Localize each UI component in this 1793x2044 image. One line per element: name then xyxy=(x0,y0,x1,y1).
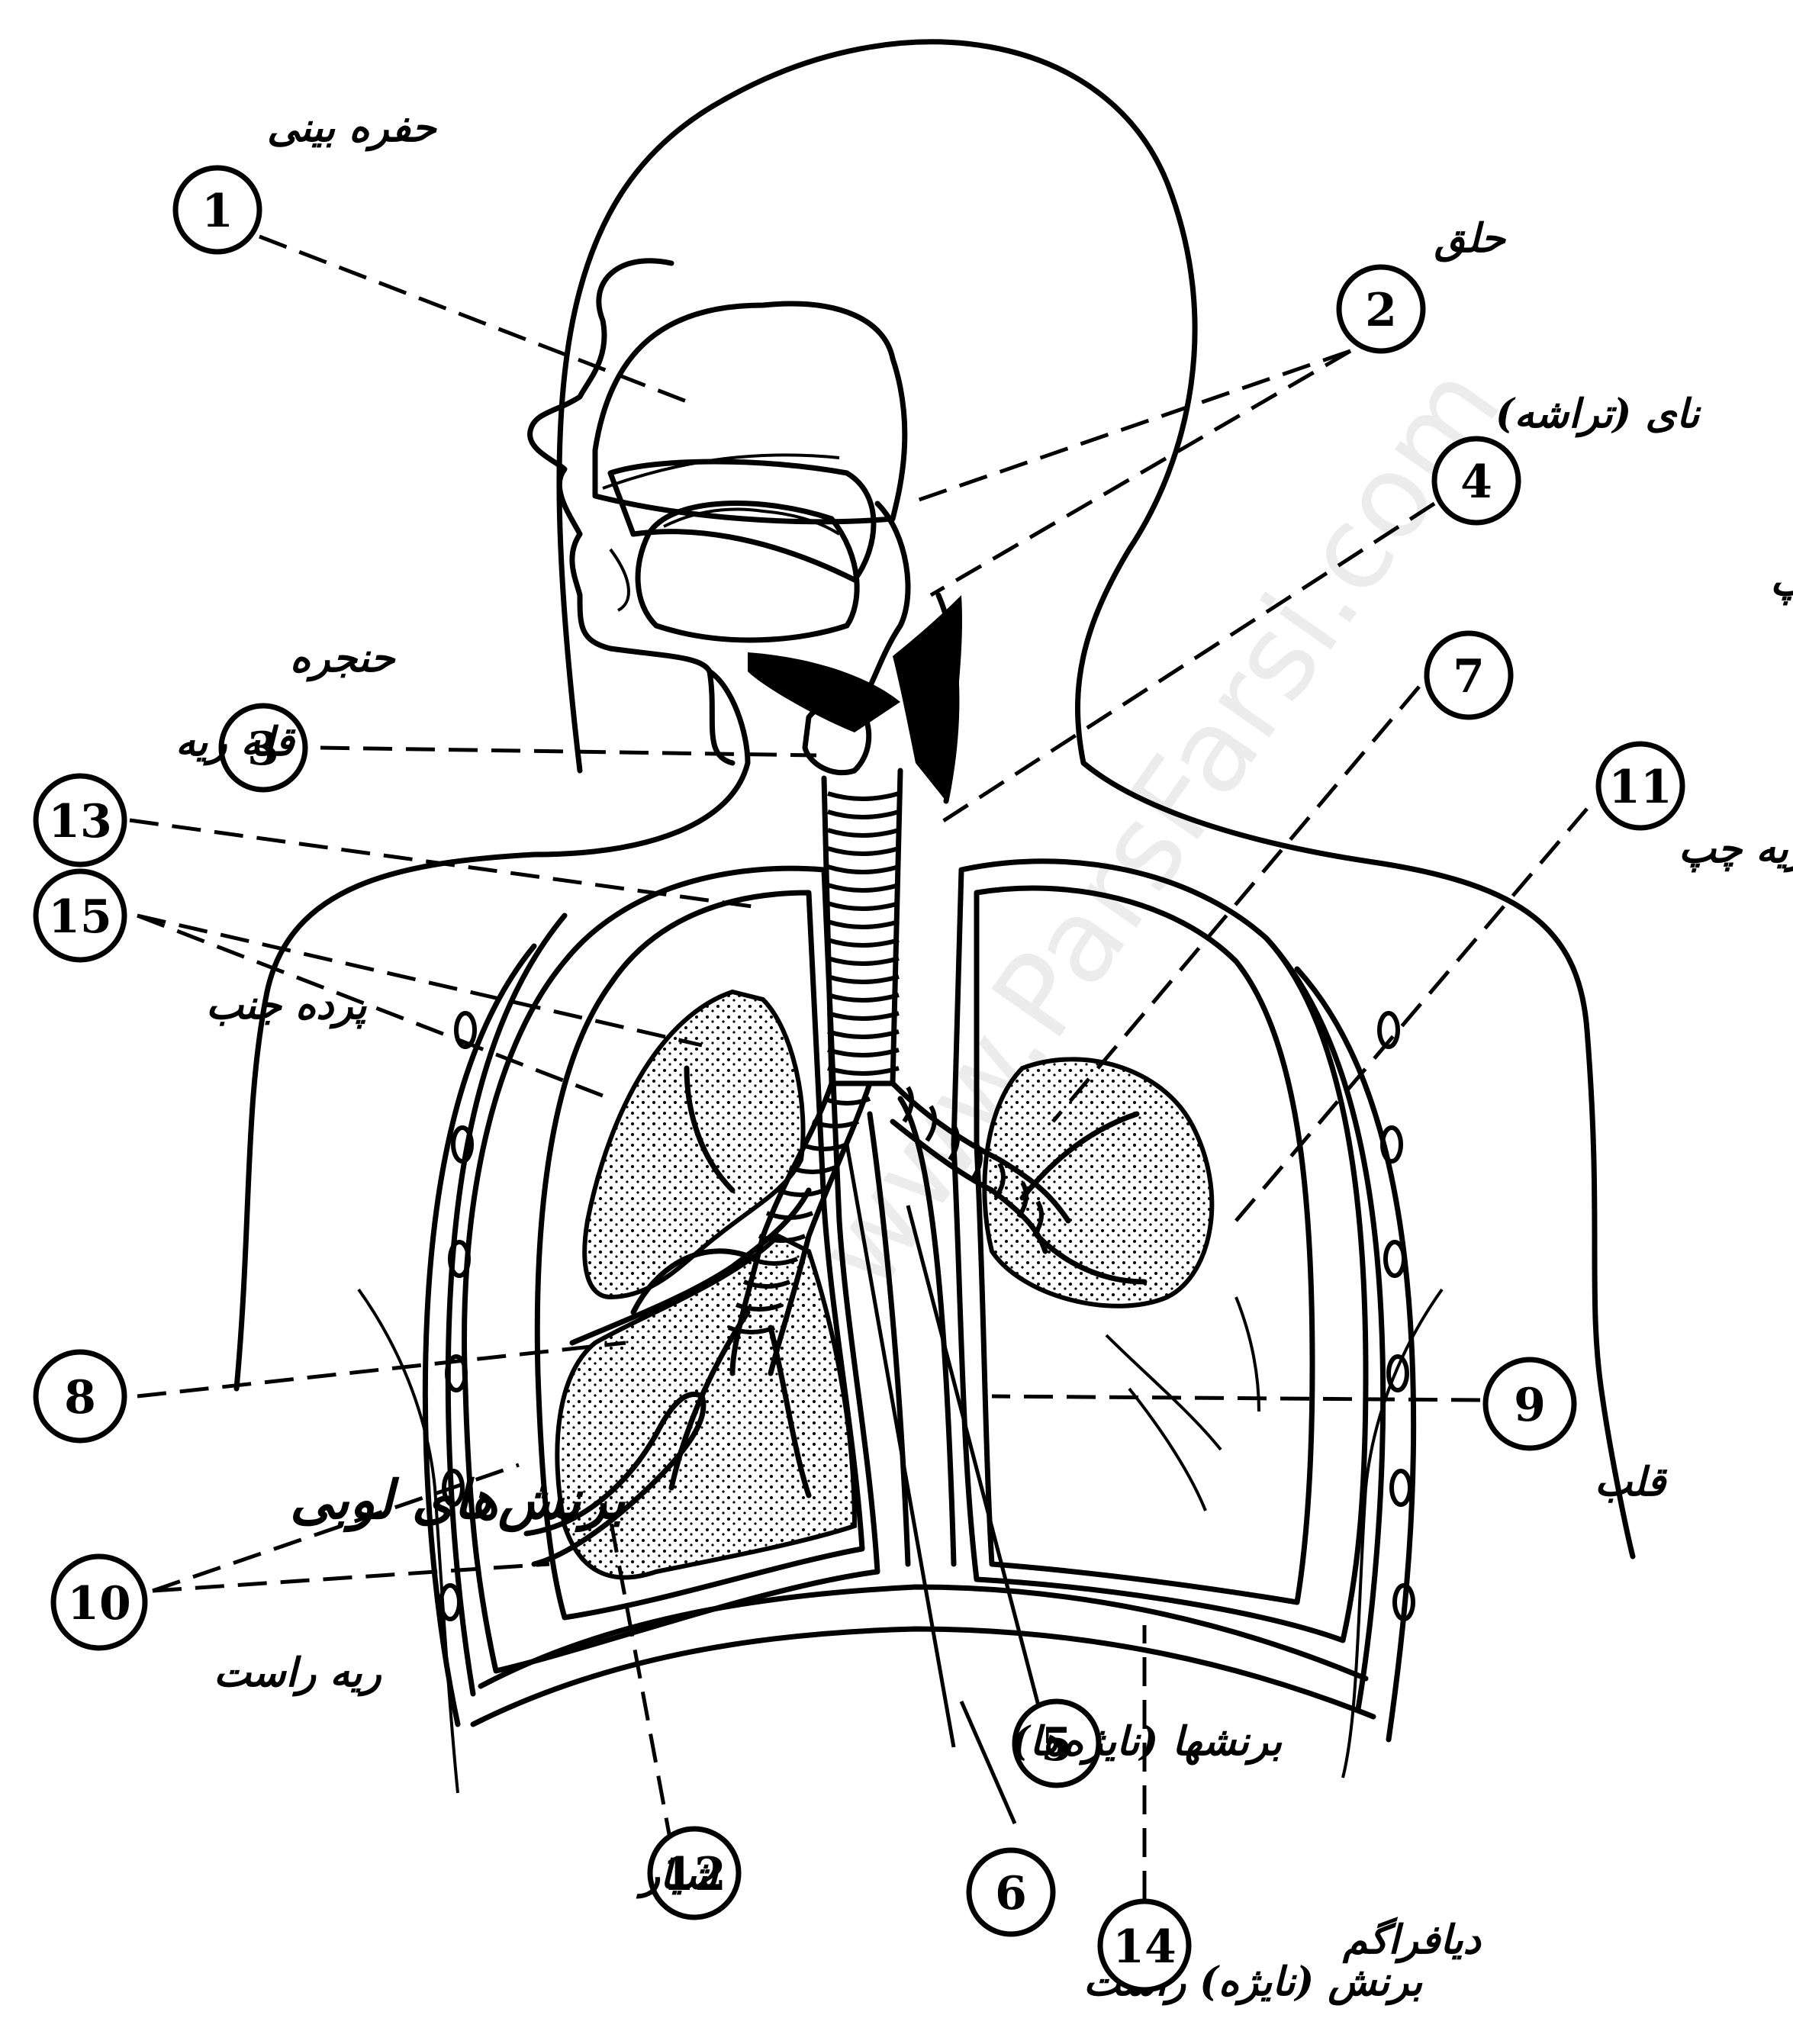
callout-13-number: 13 xyxy=(48,795,112,848)
rib-cross-section xyxy=(1392,1471,1410,1505)
callout-4-number: 4 xyxy=(1460,455,1492,509)
label-lobar-bronchi: برنش‌های لوبی xyxy=(290,1468,626,1533)
callout-10-number: 10 xyxy=(67,1577,131,1630)
label-diaphragm: دیافراگم xyxy=(1342,1917,1482,1964)
callout-6-number: 6 xyxy=(995,1867,1027,1920)
callout-9-number: 9 xyxy=(1514,1379,1546,1432)
trachea xyxy=(824,771,900,1083)
trachea-ring xyxy=(828,867,899,872)
callout-11-number: 11 xyxy=(1608,761,1672,814)
trachea-ring xyxy=(828,995,899,1000)
label-larynx: حنجره xyxy=(290,635,396,682)
label-heart: قلب xyxy=(1595,1459,1668,1505)
label-pleura: پرده جنب xyxy=(206,982,367,1029)
callout-1-number: 1 xyxy=(201,185,233,238)
trachea-ring xyxy=(828,903,899,909)
trachea-ring xyxy=(828,1068,899,1074)
callout-7-number: 7 xyxy=(1453,650,1485,703)
callout-14-number: 14 xyxy=(1112,1920,1177,1974)
callout-1: 1 حفره بینی xyxy=(175,105,438,252)
label-left-bronchus: برنش (نایژه) چپ xyxy=(1770,558,1793,606)
callout-11: 11 ریه چپ xyxy=(1598,744,1793,873)
trachea-ring xyxy=(828,1013,899,1019)
oral-cavity xyxy=(610,462,874,640)
callout-15-number: 15 xyxy=(48,890,112,944)
callout-8-number: 8 xyxy=(64,1371,96,1424)
label-nasal-cavity: حفره بینی xyxy=(267,105,438,152)
bronchus-ring xyxy=(824,1099,870,1103)
trachea-ring xyxy=(828,848,899,854)
trachea-ring xyxy=(828,885,899,890)
bronchus-ring xyxy=(801,1144,847,1149)
label-right-lung: ریه راست xyxy=(214,1650,382,1697)
label-lung-apex: قله ریه xyxy=(175,719,297,766)
callout-9: 9 قلب xyxy=(1486,1360,1668,1505)
bronchus-ring xyxy=(790,1167,835,1172)
trachea-ring xyxy=(828,1050,899,1055)
callout-3: 3 حنجره xyxy=(221,635,396,790)
label-left-lung: ریه چپ xyxy=(1679,826,1793,873)
label-trachea: نای (تراشه) xyxy=(1495,391,1701,438)
callout-4: 4 برنش (نایژه) چپ xyxy=(1434,439,1793,606)
rib-cross-section xyxy=(1386,1242,1404,1276)
trachea-ring xyxy=(828,958,899,964)
callout-15: 15 پرده جنب xyxy=(36,871,367,1029)
trachea-ring xyxy=(828,977,899,982)
callout-5: 5 برنشها (نایژه‌ها) xyxy=(1011,1701,1283,1785)
callout-2-number: 2 xyxy=(1365,284,1397,337)
callout-7: 7 xyxy=(1427,633,1511,717)
callout-12: 12 شیار xyxy=(636,1829,739,1917)
trachea-ring xyxy=(828,793,899,799)
label-pharynx: حلق xyxy=(1434,215,1507,262)
bronchus-ring xyxy=(778,1190,824,1195)
trachea-ring xyxy=(828,1032,899,1037)
trachea-ring xyxy=(828,830,899,835)
trachea-ring xyxy=(828,812,899,817)
label-bronchi: برنشها (نایژه‌ها) xyxy=(1011,1718,1283,1766)
nasal-cavity xyxy=(595,304,905,522)
label-fissure: شیار xyxy=(636,1852,719,1899)
trachea-ring xyxy=(828,940,899,945)
trachea-ring xyxy=(828,922,899,927)
rib-cross-section xyxy=(1389,1357,1407,1390)
